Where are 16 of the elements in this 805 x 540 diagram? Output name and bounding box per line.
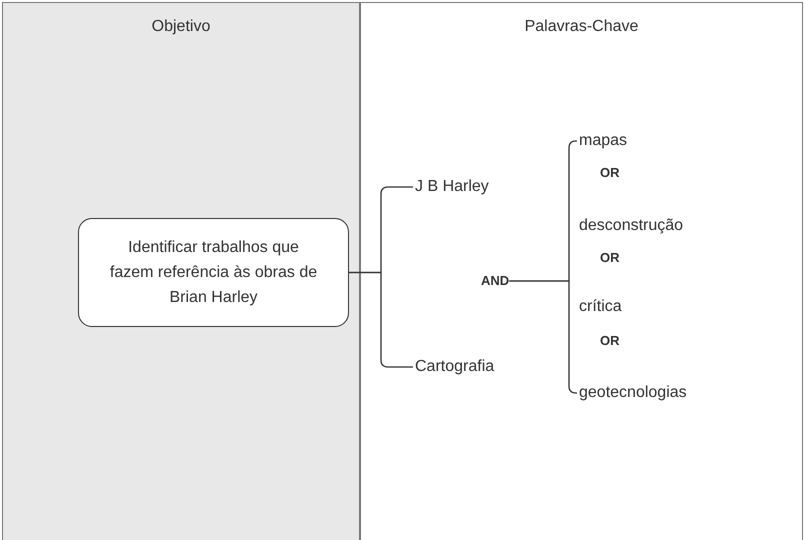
keyword-text: mapas <box>579 129 628 153</box>
operator-text: AND <box>481 271 510 291</box>
keyword-text: geotecnologias <box>579 381 687 405</box>
process-box: Identificar trabalhos que fazem referência às obras de Brian Harley <box>78 218 349 327</box>
swimlane <box>2 2 360 540</box>
operator-text: OR <box>600 332 620 350</box>
operator-text: OR <box>600 249 620 267</box>
keyword-text: J B Harley <box>415 175 489 199</box>
lane-heading: Objetivo <box>150 17 212 37</box>
keyword-text: Cartografia <box>415 355 494 379</box>
lane-heading: Palavras-Chave <box>524 17 640 37</box>
keyword-text: crítica <box>579 295 622 319</box>
bracket-connector <box>349 272 413 368</box>
operator-text: OR <box>600 164 620 182</box>
keyword-text: desconstrução <box>579 214 684 238</box>
swimlane <box>360 2 803 540</box>
